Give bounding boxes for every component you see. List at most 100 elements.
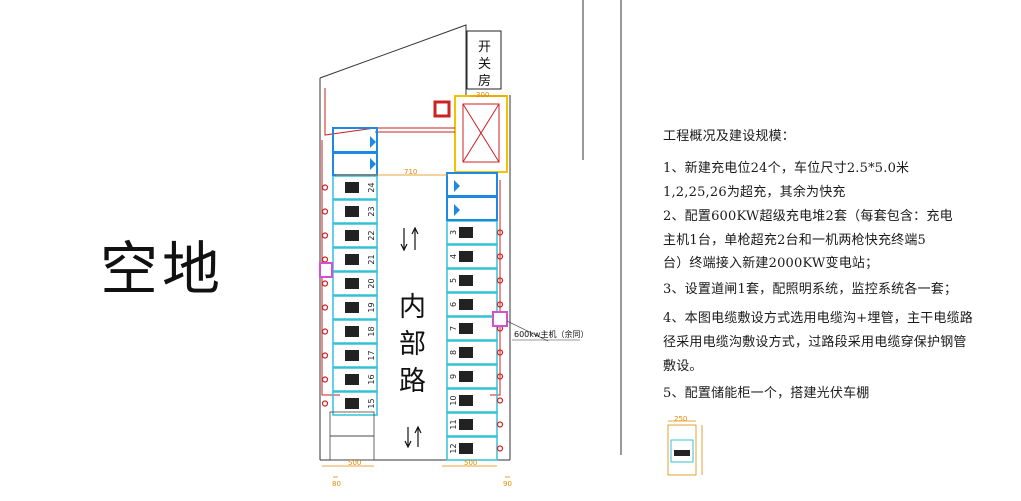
cable-junction-left-4	[321, 280, 329, 287]
note-line-4: 主机1台，单枪超充2台和一机两枪快充终端5	[663, 233, 927, 248]
dim-legend-w: 250	[674, 415, 688, 423]
charger-glyph-right-7	[459, 395, 473, 406]
slot-number-right-2: 5	[449, 278, 458, 283]
dim-bottom-left-off: 80	[332, 480, 341, 488]
slot-number-right-9: 12	[449, 443, 458, 453]
parking-slot-right-3: 6	[446, 292, 504, 317]
note-line-1: 1、新建充电位24个，车位尺寸2.5*5.0米	[663, 161, 910, 176]
parking-slot-right-1: 4	[446, 244, 504, 269]
cable-junction-right-6	[496, 373, 504, 380]
internal-road-char-1: 内	[399, 292, 426, 323]
switch-room	[466, 30, 502, 90]
switch-room-char-1: 开	[478, 40, 492, 55]
cable-junction-right-3	[496, 301, 504, 308]
slot-number-left-9: 15	[367, 398, 376, 408]
parking-slot-right-8: 11	[446, 412, 504, 437]
dim-bottom-right-w: 500	[464, 459, 478, 467]
slot-number-right-0: 3	[449, 230, 458, 235]
charger-glyph-right-3	[459, 299, 473, 310]
cable-junction-left-1	[321, 208, 329, 215]
parking-slot-right-6: 9	[446, 364, 504, 389]
cable-junction-right-8	[496, 421, 504, 428]
dim-bottom-right-off: 90	[503, 480, 512, 488]
empty-land-label: 空地	[100, 235, 225, 303]
charger-glyph-left-2	[345, 230, 359, 241]
slot-number-right-8: 11	[449, 419, 458, 429]
charger-glyph-right-5	[459, 347, 473, 358]
cable-junction-right-2	[496, 277, 504, 284]
right-parking-column: 3 4 5 6 7 8 9 10 11 12	[446, 220, 504, 461]
note-line-7: 4、本图电缆敷设方式选用电缆沟+埋管，主干电缆路	[663, 311, 973, 326]
cable-junction-left-2	[321, 232, 329, 239]
note-line-9: 敷设。	[663, 359, 703, 374]
charger-glyph-right-9	[459, 443, 473, 454]
charger-glyph-left-6	[345, 326, 359, 337]
parking-slot-left-1: 23	[321, 199, 378, 224]
note-line-10: 5、配置储能柜一个，搭建光伏车棚	[663, 386, 870, 401]
parking-slot-left-9: 15	[321, 391, 378, 416]
slot-number-left-8: 16	[367, 374, 376, 384]
cable-junction-left-5	[321, 304, 329, 311]
bottom-blank-bays	[329, 411, 375, 461]
note-line-3: 2、配置600KW超级充电堆2套（每套包含：充电	[663, 209, 953, 224]
charger-glyph-right-4	[459, 323, 473, 334]
parking-slot-left-5: 19	[321, 295, 378, 320]
internal-road-char-2: 部	[399, 329, 426, 360]
right-super-charge-bays	[446, 172, 498, 221]
slot-number-right-5: 8	[449, 350, 458, 355]
switch-room-char-3: 房	[478, 74, 492, 89]
charger-glyph-right-6	[459, 371, 473, 382]
charger-glyph-left-0	[345, 182, 359, 193]
cable-junction-left-7	[321, 352, 329, 359]
charger-glyph-right-8	[459, 419, 473, 430]
parking-slot-left-7: 17	[321, 343, 378, 368]
parking-slot-left-0: 24	[321, 175, 378, 200]
transformer-station	[433, 95, 508, 173]
parking-slot-left-4: 20	[321, 271, 378, 296]
slot-number-left-4: 20	[367, 278, 376, 288]
legend-charger-symbol	[670, 439, 694, 463]
cable-junction-left-8	[321, 376, 329, 383]
internal-road-char-3: 路	[399, 366, 426, 397]
note-line-6: 3、设置道闸1套，配照明系统，监控系统各一套；	[663, 282, 958, 297]
left-parking-column: 24 23 22 21 20 19 18 17 16 15	[321, 175, 378, 416]
cable-junction-right-1	[496, 253, 504, 260]
note-line-5: 台）终端接入新建2000KW变电站；	[663, 256, 879, 271]
charger-glyph-left-7	[345, 350, 359, 361]
cable-junction-right-7	[496, 397, 504, 404]
cable-trench	[321, 88, 501, 396]
cable-junction-left-9	[321, 400, 329, 407]
cable-junction-left-6	[321, 328, 329, 335]
charger-glyph-left-1	[345, 206, 359, 217]
slot-number-right-3: 6	[449, 302, 458, 307]
parking-slot-right-0: 3	[446, 220, 504, 245]
host-cabinet-right	[492, 311, 508, 327]
slot-number-left-3: 21	[367, 254, 376, 264]
dim-bottom-left-w: 500	[348, 459, 362, 467]
note-line-8: 径采用电缆沟敷设方式，过路段采用电缆穿保护钢管	[663, 335, 967, 350]
slot-number-left-7: 17	[367, 350, 376, 360]
parking-slot-right-7: 10	[446, 388, 504, 413]
host-cabinet-left	[319, 262, 333, 278]
slot-number-left-6: 18	[367, 326, 376, 336]
slot-number-right-6: 9	[449, 374, 458, 379]
dimension-lines	[322, 95, 703, 478]
cable-junction-right-0	[496, 229, 504, 236]
note-line-0: 工程概况及建设规模：	[663, 129, 796, 144]
switch-room-char-2: 关	[478, 57, 492, 72]
road-arrows	[400, 226, 422, 449]
charger-glyph-left-3	[345, 254, 359, 265]
slot-number-right-1: 4	[449, 254, 458, 259]
charger-glyph-left-5	[345, 302, 359, 313]
cable-junction-right-9	[496, 445, 504, 452]
cable-junction-left-3	[321, 256, 329, 263]
slot-number-left-5: 19	[367, 302, 376, 312]
parking-slot-left-6: 18	[321, 319, 378, 344]
slot-number-left-1: 23	[367, 206, 376, 216]
dim-top-mid: 710	[404, 168, 418, 176]
parking-slot-right-5: 8	[446, 340, 504, 365]
dim-switch-w: 300	[476, 91, 490, 99]
left-super-charge-bays	[332, 127, 378, 176]
slot-number-left-2: 22	[367, 230, 376, 240]
slot-number-right-4: 7	[449, 326, 458, 331]
